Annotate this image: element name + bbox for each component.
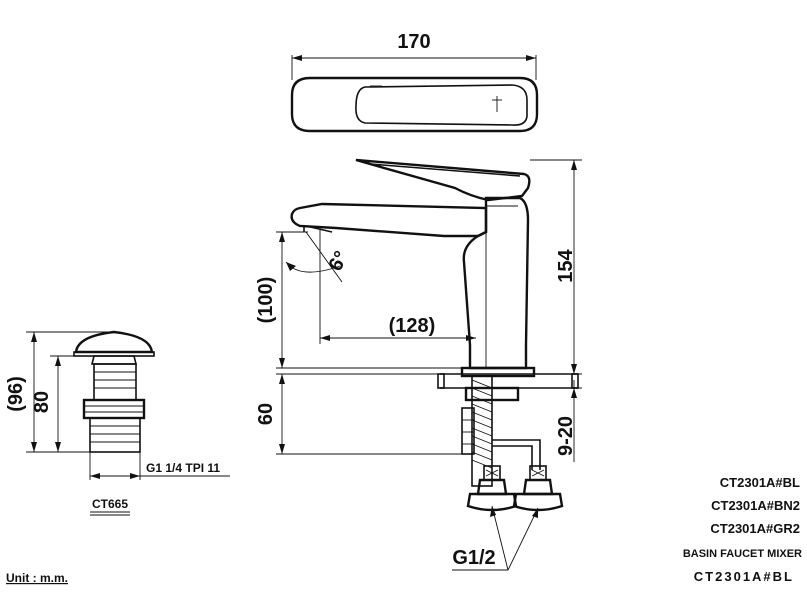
dim-drain-total: (96) — [5, 376, 27, 412]
dim-counter-thickness: 9-20 — [555, 416, 577, 456]
side-view: 154 (100) (128) 6° 60 9-20 — [255, 158, 582, 571]
dim-connector: G1/2 — [452, 547, 495, 569]
dim-spout-reach: (128) — [389, 315, 436, 337]
product-name: BASIN FAUCET MIXER — [683, 548, 802, 560]
dim-angle: 6° — [325, 248, 353, 275]
drain-view: (96) 80 G1 1/4 TPI 11 CT665 — [5, 330, 230, 516]
dim-spout-height: (100) — [255, 277, 277, 324]
dim-drain-thread: G1 1/4 TPI 11 — [146, 461, 220, 475]
model-code-2: CT2301A#BN2 — [711, 498, 800, 513]
model-list: CT2301A#BL CT2301A#BN2 CT2301A#GR2 BASIN… — [683, 475, 802, 584]
drain-model-label: CT665 — [92, 497, 128, 511]
dim-width: 170 — [397, 31, 430, 53]
model-code-1: CT2301A#BL — [720, 475, 800, 490]
hose-hatch — [471, 379, 493, 469]
dim-drain-height: 80 — [31, 391, 53, 413]
product-code: CT2301A#BL — [694, 569, 794, 584]
top-view: 170 — [290, 31, 539, 133]
dim-height: 154 — [555, 248, 577, 282]
model-code-3: CT2301A#GR2 — [710, 521, 800, 536]
unit-label: Unit : m.m. — [6, 571, 68, 585]
dim-base-to-floor: 60 — [255, 403, 277, 425]
